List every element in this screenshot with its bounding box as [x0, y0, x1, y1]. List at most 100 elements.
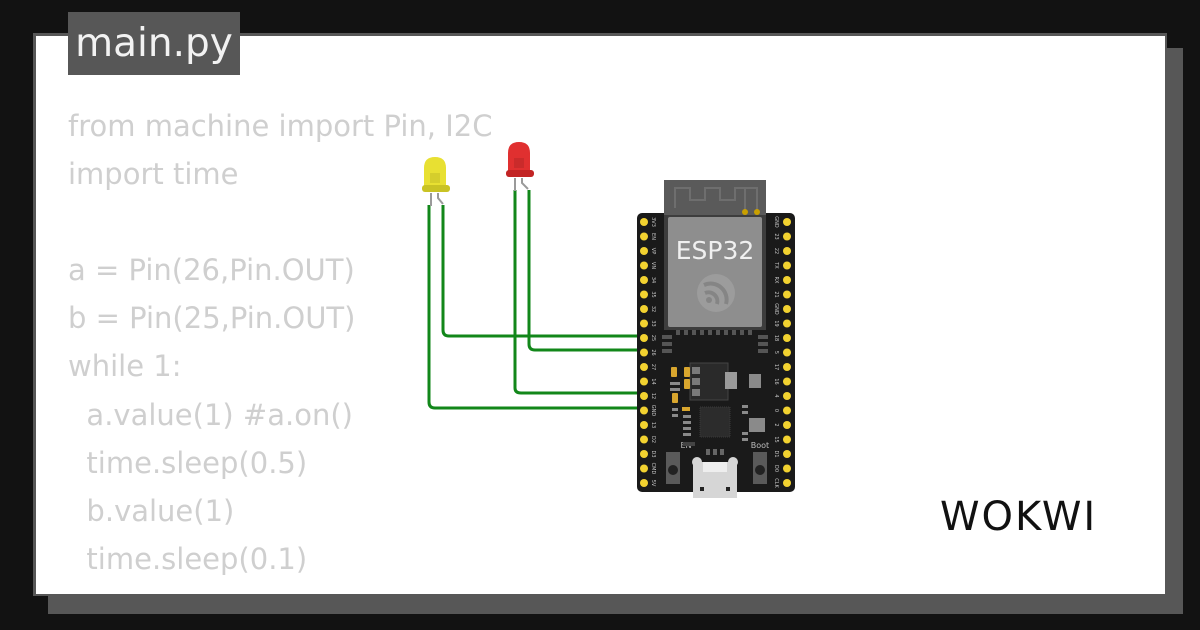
code-line: from machine import Pin, I2C [68, 109, 493, 143]
pin-left-5v[interactable] [640, 479, 648, 487]
usb-port-icon [692, 449, 738, 498]
pin-label: 21 [773, 291, 779, 297]
file-tab[interactable]: main.py [68, 12, 240, 75]
pin-right-22[interactable] [783, 247, 791, 255]
pin-right-d0[interactable] [783, 464, 791, 473]
boot-button[interactable] [753, 452, 767, 484]
pin-label: GND [650, 405, 656, 417]
pin-label: 22 [773, 248, 779, 254]
pin-left-d2[interactable] [640, 435, 648, 444]
code-line: while 1: [68, 349, 182, 384]
pin-left-32[interactable] [640, 305, 648, 313]
pin-label: 15 [773, 436, 779, 442]
code-line: time.sleep(0.5) [68, 445, 308, 480]
board-name: ESP32 [676, 236, 755, 265]
esp32-board[interactable]: ESP32 [637, 180, 795, 498]
pin-right-21[interactable] [783, 290, 791, 299]
pin-label: 26 [650, 349, 656, 355]
pin-label: 18 [773, 335, 779, 341]
pin-right-gnd[interactable] [783, 218, 791, 226]
code-line: b.value(1) [68, 493, 235, 528]
pin-right-5[interactable] [783, 348, 791, 357]
pin-label: 17 [773, 364, 779, 370]
pin-label: 33 [650, 320, 656, 326]
pin-left-vn[interactable] [640, 261, 648, 270]
pin-right-0[interactable] [783, 406, 791, 415]
pin-label: 27 [650, 364, 656, 370]
pin-right-16[interactable] [783, 377, 791, 386]
pin-right-15[interactable] [783, 435, 791, 444]
pin-label: 3V3 [650, 217, 656, 227]
pin-label: 2 [773, 423, 779, 426]
wire-yellow-anode-pin25 [441, 205, 643, 338]
en-button[interactable] [666, 452, 680, 484]
code-line: a.value(1) #a.on() [68, 397, 353, 432]
pin-left-en[interactable] [640, 232, 648, 241]
pin-right-gnd[interactable] [783, 305, 791, 313]
pin-label: 5 [773, 351, 779, 354]
code-line: b = Pin(25,Pin.OUT) [68, 301, 356, 336]
wire-red-cathode-gnd [513, 190, 648, 402]
pin-left-33[interactable] [640, 319, 648, 328]
pin-left-gnd[interactable] [640, 406, 648, 415]
pin-left-vp[interactable] [640, 247, 648, 255]
pin-label: D2 [650, 436, 656, 443]
pin-label: D1 [773, 450, 779, 457]
wokwi-logo: WOKWI [940, 494, 1098, 540]
pin-left-13[interactable] [640, 421, 648, 429]
pin-label: TX [773, 261, 779, 269]
pin-label: RX [773, 277, 779, 284]
pin-label: CLK [773, 478, 779, 488]
pin-right-17[interactable] [783, 363, 791, 371]
pin-label: 5V [650, 480, 656, 487]
pin-left-26[interactable] [640, 348, 648, 357]
pin-left-27[interactable] [640, 363, 648, 371]
pin-label: 4 [773, 394, 779, 397]
code-line: time.sleep(0.1) [68, 541, 308, 576]
code-line: a.value(0) [68, 583, 493, 594]
pin-label: 23 [773, 233, 779, 239]
pin-right-18[interactable] [783, 334, 791, 342]
red-led[interactable] [506, 142, 534, 191]
pin-right-23[interactable] [783, 232, 791, 241]
pin-left-25[interactable] [640, 334, 648, 342]
pin-right-rx[interactable] [783, 276, 791, 284]
pin-left-cmd[interactable] [640, 464, 648, 473]
pin-label: 12 [650, 393, 656, 399]
pin-label: 34 [650, 277, 656, 283]
pin-label: GND [773, 216, 779, 228]
pin-label: 32 [650, 306, 656, 312]
wire-red-anode-pin26 [527, 190, 643, 352]
pin-label: EN [650, 233, 656, 240]
pin-label: VP [650, 248, 656, 254]
pin-label: 25 [650, 335, 656, 341]
pin-right-2[interactable] [783, 421, 791, 429]
pin-label: GND [773, 303, 779, 315]
yellow-led[interactable] [422, 157, 450, 206]
code-line: a = Pin(26,Pin.OUT) [68, 253, 355, 288]
pin-label: CMD [650, 463, 656, 475]
pin-label: D3 [650, 450, 656, 457]
pin-left-35[interactable] [640, 290, 648, 299]
pin-label: 13 [650, 422, 656, 428]
pin-left-14[interactable] [640, 377, 648, 386]
pin-left-12[interactable] [640, 392, 648, 400]
pin-right-clk[interactable] [783, 479, 791, 487]
pin-label: 0 [773, 409, 779, 412]
pin-label: 35 [650, 291, 656, 297]
pin-left-d3[interactable] [640, 450, 648, 458]
pin-right-19[interactable] [783, 319, 791, 328]
pin-right-4[interactable] [783, 392, 791, 400]
pin-label: VN [650, 262, 656, 269]
espressif-logo-icon [697, 274, 735, 312]
pin-right-d1[interactable] [783, 450, 791, 458]
pin-label: 19 [773, 320, 779, 326]
pin-left-3v3[interactable] [640, 218, 648, 226]
pin-right-tx[interactable] [783, 261, 791, 270]
pin-left-34[interactable] [640, 276, 648, 284]
pin-label: D0 [773, 465, 779, 472]
